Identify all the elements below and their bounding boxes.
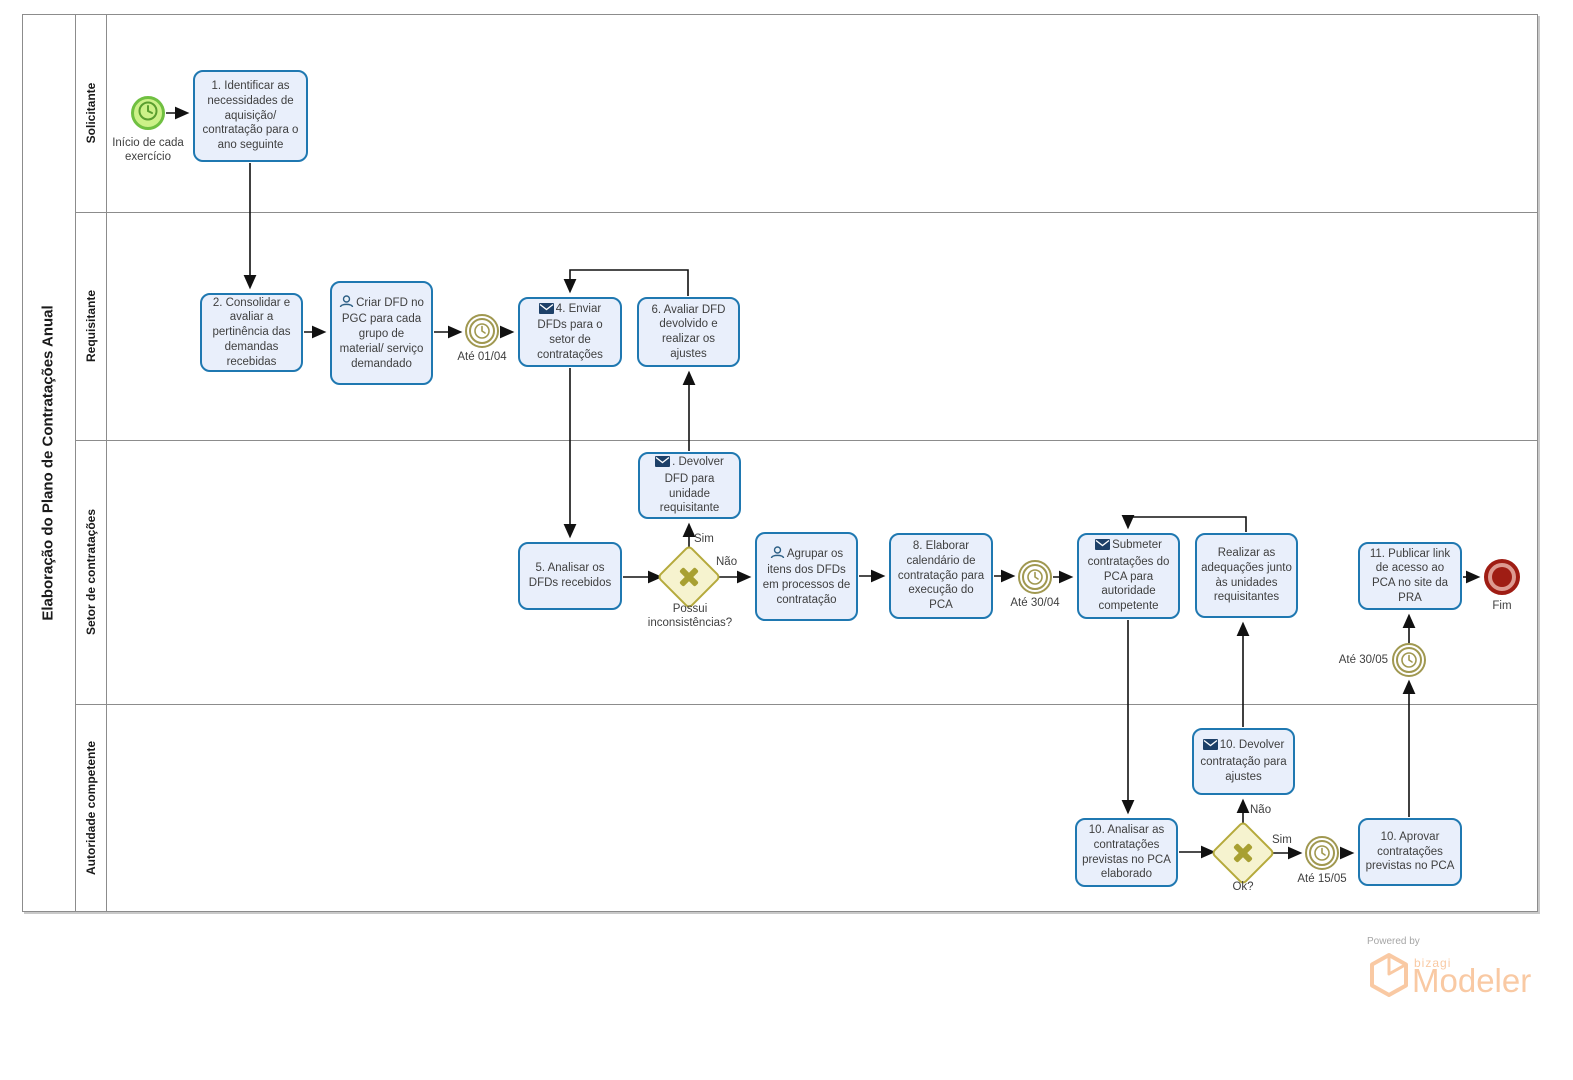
lane-divider-1: [75, 212, 1538, 213]
gateway1-yes-label: Sim: [694, 533, 714, 545]
gateway1-no-label: Não: [716, 556, 738, 568]
task-label: 2. Consolidar e avaliar a pertinência da…: [212, 296, 291, 368]
task-10-aprovar-contratacoes[interactable]: 10. Aprovar contratações previstas no PC…: [1358, 818, 1462, 886]
task-label: . Devolver DFD para unidade requisitante: [659, 456, 724, 515]
task-9-submeter-contratacoes[interactable]: Submeter contratações do PCA para autori…: [1077, 533, 1180, 619]
gateway2-no-label: Não: [1250, 804, 1272, 816]
task-devolver-dfd[interactable]: . Devolver DFD para unidade requisitante: [638, 452, 741, 519]
task-label: 11. Publicar link de acesso ao PCA no si…: [1369, 547, 1451, 604]
timer2-label: Até 30/04: [1010, 597, 1060, 609]
bizagi-wordmark: bizagi: [1414, 956, 1452, 970]
task-7-agrupar-itens[interactable]: Agrupar os itens dos DFDs em processos d…: [755, 532, 858, 621]
timer4-label: Até 15/05: [1297, 873, 1347, 885]
timer-icon: [1022, 564, 1048, 590]
x-gateway-icon: [673, 561, 704, 592]
end-event-label: Fim: [1492, 600, 1512, 612]
task-label: Agrupar os itens dos DFDs em processos d…: [762, 547, 851, 606]
start-timer-event[interactable]: [131, 96, 165, 130]
timer-icon: [1396, 647, 1422, 673]
timer-event-ate-30-05[interactable]: [1392, 643, 1426, 677]
task-5-analisar-dfds[interactable]: 5. Analisar os DFDs recebidos: [518, 542, 622, 610]
end-event[interactable]: [1484, 559, 1520, 595]
person-icon: [770, 545, 785, 564]
envelope-icon: [1095, 539, 1111, 555]
timer-event-ate-01-04[interactable]: [465, 314, 499, 348]
lane-divider-3: [75, 704, 1538, 705]
task-label: 10. Analisar as contratações previstas n…: [1082, 824, 1171, 881]
task-label: 1. Identificar as necessidades de aquisi…: [202, 80, 299, 152]
timer-icon: [1309, 840, 1335, 866]
modeler-wordmark: Modeler: [1412, 962, 1532, 999]
task-1-identificar-necessidades[interactable]: 1. Identificar as necessidades de aquisi…: [193, 70, 308, 162]
end-event-core: [1492, 567, 1512, 587]
task-8-elaborar-calendario[interactable]: 8. Elaborar calendário de contratação pa…: [889, 533, 993, 619]
task-6-avaliar-dfd[interactable]: 6. Avaliar DFD devolvido e realizar os a…: [637, 297, 740, 367]
task-label: Submeter contratações do PCA para autori…: [1087, 539, 1170, 613]
task-label: 10. Aprovar contratações previstas no PC…: [1365, 830, 1455, 873]
task-11-publicar-link[interactable]: 11. Publicar link de acesso ao PCA no si…: [1358, 542, 1462, 610]
task-10-devolver-contratacao[interactable]: 10. Devolver contratação para ajustes: [1192, 728, 1295, 795]
timer3-label: Até 30/05: [1338, 654, 1388, 666]
timer-event-ate-30-04[interactable]: [1018, 560, 1052, 594]
task-10-analisar-contratacoes[interactable]: 10. Analisar as contratações previstas n…: [1075, 818, 1178, 887]
task-label: 5. Analisar os DFDs recebidos: [528, 562, 612, 589]
envelope-icon: [538, 302, 554, 319]
start-event-label: Início de cada exercício: [112, 137, 184, 164]
person-icon: [339, 295, 354, 313]
clock-icon: [137, 100, 159, 127]
task-label: Realizar as adequações junto às unidades…: [1201, 547, 1292, 604]
task-3-criar-dfd[interactable]: Criar DFD no PGC para cada grupo de mate…: [330, 281, 433, 385]
task-realizar-adequacoes[interactable]: Realizar as adequações junto às unidades…: [1195, 533, 1298, 618]
hexagon-logo-icon: [1368, 952, 1410, 1003]
envelope-icon: [1202, 739, 1218, 755]
timer1-label: Até 01/04: [457, 351, 507, 363]
task-label: 6. Avaliar DFD devolvido e realizar os a…: [651, 303, 726, 360]
task-label: 8. Elaborar calendário de contratação pa…: [897, 540, 985, 612]
timer-icon: [469, 318, 495, 344]
envelope-icon: [655, 456, 671, 472]
pool-title-divider: [75, 14, 76, 912]
task-label: 10. Devolver contratação para ajustes: [1200, 739, 1287, 783]
lane-label-divider: [106, 14, 107, 912]
gateway2-yes-label: Sim: [1272, 834, 1292, 846]
task-label: Criar DFD no PGC para cada grupo de mate…: [339, 296, 424, 370]
lane-divider-2: [75, 440, 1538, 441]
gateway2-question: Ok?: [1232, 881, 1254, 893]
timer-event-ate-15-05[interactable]: [1305, 836, 1339, 870]
x-gateway-icon: [1227, 837, 1258, 868]
powered-by-text: Powered by: [1367, 936, 1420, 947]
gateway1-question: Possui inconsistências?: [647, 603, 733, 630]
task-4-enviar-dfds[interactable]: 4. Enviar DFDs para o setor de contrataç…: [518, 297, 622, 367]
task-2-consolidar-avaliar[interactable]: 2. Consolidar e avaliar a pertinência da…: [200, 293, 303, 372]
task-label: 4. Enviar DFDs para o setor de contrataç…: [537, 302, 603, 361]
